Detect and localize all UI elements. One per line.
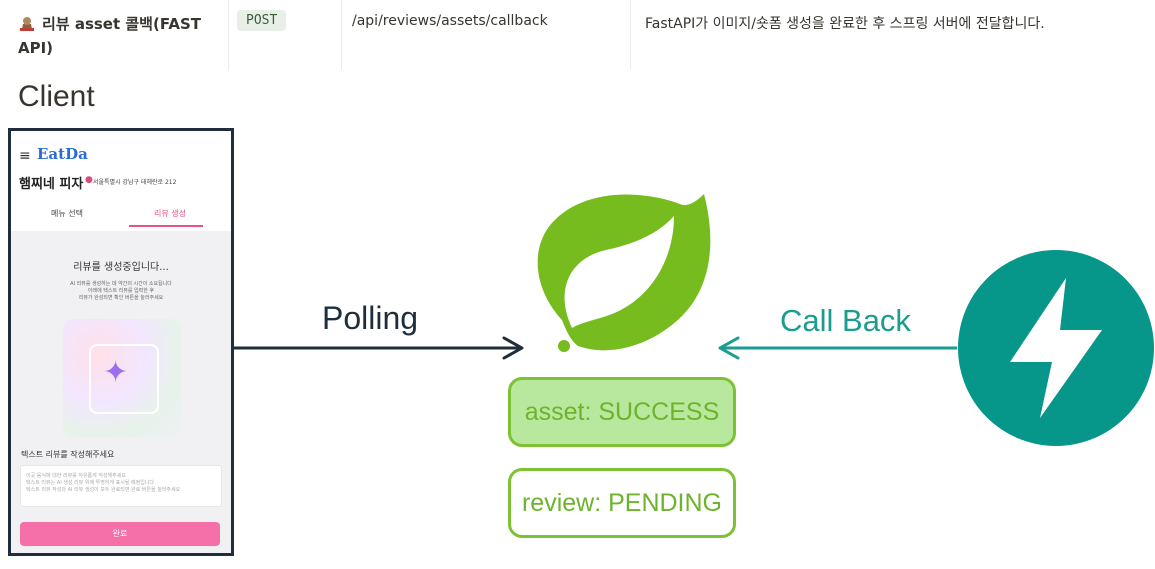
phone-mockup: ≡ EatDa 햄찌네 피자 ● 서울특별시 강남구 테헤란로 212 메뉴 선… (8, 128, 234, 556)
spring-logo-icon (537, 194, 711, 355)
placeholder-line: 이곳 음식에 대한 리뷰를 자유롭게 작성해주세요 (26, 473, 126, 479)
sparkle-icon: ✦ (103, 355, 129, 390)
active-tab-indicator (129, 225, 203, 227)
placeholder-line: 텍스트 리뷰는 AI 생성 리뷰 위에 투명하게 표시될 예정입니다 (26, 480, 155, 486)
polling-arrow (231, 336, 524, 360)
generating-sub-line: AI 리뷰를 생성하는 데 약간의 시간이 소요됩니다 (70, 281, 172, 287)
asset-status-badge: asset: SUCCESS (508, 377, 736, 447)
phone-header (11, 131, 231, 231)
callback-label: Call Back (780, 303, 911, 338)
polling-label: Polling (322, 300, 419, 336)
menu-icon[interactable]: ≡ (19, 148, 31, 164)
store-address: 서울특별시 강남구 테헤란로 212 (93, 179, 177, 186)
http-method-badge: POST (237, 10, 287, 31)
generating-sub-line: 리뷰가 완성되면 확인 버튼을 눌러주세요 (78, 295, 164, 301)
api-cell-name (0, 0, 229, 70)
client-title: Client (18, 80, 95, 113)
api-description: FastAPI가 이미지/숏폼 생성을 완료한 후 스프링 서버에 전달합니다. (645, 16, 1045, 32)
api-cell-method (228, 0, 342, 70)
app-logo: EatDa (37, 145, 88, 163)
ai-generation-preview (63, 319, 181, 437)
generating-subtitle: AI 리뷰를 생성하는 데 약간의 시간이 소요됩니다 아래에 텍스트 리뷰를 … (11, 281, 231, 302)
preview-frame (89, 344, 159, 414)
lightning-bolt-icon (1010, 278, 1102, 418)
api-table-row: 리뷰 asset 콜백(FAST API) POST /api/reviews/… (0, 0, 1155, 70)
text-review-input[interactable] (20, 465, 222, 507)
api-name-text: 리뷰 asset 콜백(FAST API) (18, 15, 201, 57)
api-path: /api/reviews/assets/callback (352, 13, 548, 29)
api-cell-path (341, 0, 631, 70)
callback-arrow (718, 336, 957, 360)
text-review-label: 텍스트 리뷰를 작성해주세요 (21, 450, 115, 459)
api-name: 리뷰 asset 콜백(FAST API) (18, 12, 223, 60)
generating-sub-line: 아래에 텍스트 리뷰를 입력한 후 (87, 288, 155, 294)
placeholder-line: 텍스트 리뷰 작성과 AI 리뷰 생성이 모두 완료되면 완료 버튼을 눌러주세… (26, 487, 181, 493)
generating-title: 리뷰를 생성중입니다... (73, 262, 169, 273)
store-name: 햄찌네 피자 (19, 177, 84, 192)
review-status-badge: review: PENDING (508, 468, 736, 538)
fastapi-logo-icon (958, 250, 1154, 446)
stamp-icon (18, 14, 36, 31)
done-button[interactable]: 완료 (20, 522, 220, 546)
tab-review-create[interactable]: 리뷰 생성 (154, 209, 186, 218)
tab-menu-select[interactable]: 메뉴 선택 (51, 209, 83, 218)
location-pin-icon: ● (85, 175, 93, 185)
text-review-placeholder: 이곳 음식에 대한 리뷰를 자유롭게 작성해주세요 텍스트 리뷰는 AI 생성 … (26, 473, 222, 494)
